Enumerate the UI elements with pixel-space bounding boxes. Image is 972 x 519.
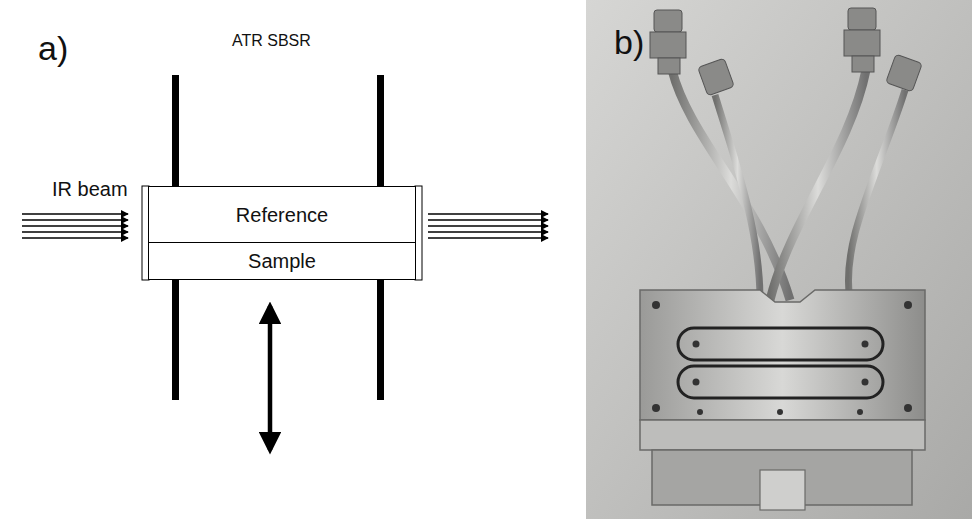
flow-cell-photo [586, 0, 972, 519]
panel-letter: b) [614, 24, 644, 61]
ir-beam-out [428, 214, 548, 238]
figure-label: IR beam [52, 178, 128, 200]
panel-letter: a) [38, 30, 68, 67]
section-label: Reference [236, 204, 328, 227]
translation-arrow [268, 306, 273, 450]
crystal-section: Reference [148, 186, 416, 244]
crystal-ends [142, 186, 422, 280]
figure-label: ATR SBSR [232, 32, 311, 50]
ir-beam-in [22, 214, 128, 238]
section-label: Sample [248, 250, 316, 273]
crystal-section: Sample [148, 242, 416, 280]
